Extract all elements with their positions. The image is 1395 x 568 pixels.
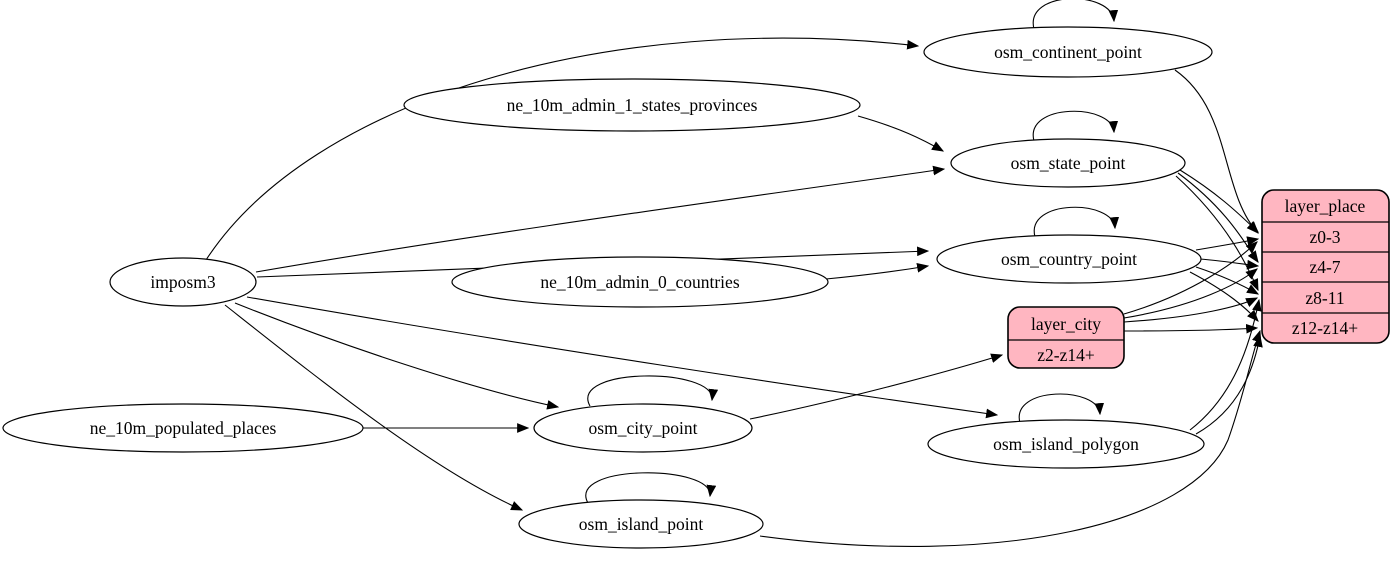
edge-osm_island_polygon-layer_place-z8-11 <box>1189 298 1262 431</box>
edge-ne_10m_admin_1_states_provinces-osm_state_point <box>857 115 945 152</box>
edge-imposm3-osm_island_point <box>224 304 524 511</box>
imposm3-ellipse <box>109 257 257 307</box>
edge-osm_continent_point-layer_place-z0-3 <box>1174 69 1259 234</box>
node-ne_10m_admin_1_states_provinces: ne_10m_admin_1_states_provinces <box>403 78 861 132</box>
edge-imposm3-osm_continent_point <box>205 37 920 261</box>
node-osm_country_point: osm_country_point <box>936 234 1202 284</box>
edge-osm_country_point-layer_place-z0-3 <box>1195 236 1260 251</box>
osm_island_polygon-label: osm_island_polygon <box>993 434 1139 454</box>
osm_city_point-label: osm_city_point <box>589 418 698 438</box>
osm_island_point-ellipse <box>518 499 764 549</box>
selfloop-osm_city_point <box>587 375 719 407</box>
edge-osm_state_point-layer_place-z0-3 <box>1179 169 1259 233</box>
ne_10m_populated_places-ellipse <box>2 403 364 453</box>
osm_island_polygon-ellipse <box>927 419 1205 469</box>
layer_city-row-z2-z14: z2-z14+ <box>1037 345 1095 365</box>
ne_10m_admin_1_states_provinces-label: ne_10m_admin_1_states_provinces <box>507 95 758 115</box>
node-imposm3: imposm3 <box>109 257 257 307</box>
osm_island_point-label: osm_island_point <box>579 514 704 534</box>
edges <box>205 0 1263 547</box>
osm_continent_point-ellipse <box>923 26 1213 78</box>
edge-osm_city_point-layer_city-z2-z14 <box>749 353 1004 420</box>
imposm3-label: imposm3 <box>150 272 215 292</box>
layer_place-row-z12-z14: z12-z14+ <box>1292 318 1358 338</box>
ne_10m_populated_places-label: ne_10m_populated_places <box>90 418 277 438</box>
layer_place-row-z8-11: z8-11 <box>1305 288 1344 308</box>
edge-layer_city-layer_place-z12-z14 <box>1123 323 1259 334</box>
edge-layer_city-layer_place-z0-3 <box>1123 241 1258 315</box>
ne_10m_admin_0_countries-label: ne_10m_admin_0_countries <box>540 272 739 292</box>
osm_country_point-label: osm_country_point <box>1001 249 1137 269</box>
layer_place-title: layer_place <box>1285 196 1366 216</box>
selfloop-osm_country_point <box>1033 206 1120 238</box>
node-osm_island_polygon: osm_island_polygon <box>927 419 1205 469</box>
osm_country_point-ellipse <box>936 234 1202 284</box>
node-osm_continent_point: osm_continent_point <box>923 26 1213 78</box>
edge-ne_10m_admin_0_countries-osm_country_point <box>825 263 930 280</box>
selfloop-osm_island_polygon <box>1018 393 1105 424</box>
selfloop-osm_island_point <box>585 472 717 504</box>
node-osm_city_point: osm_city_point <box>533 403 753 453</box>
layer_place-box <box>1261 189 1390 344</box>
edge-imposm3-osm_city_point <box>234 302 560 410</box>
ne_10m_admin_0_countries-ellipse <box>451 256 829 308</box>
edge-osm_island_point-layer_place-z12-z14 <box>759 329 1262 547</box>
selfloop-osm_continent_point <box>1032 0 1119 30</box>
layer_place-row-z0-3: z0-3 <box>1309 227 1340 247</box>
node-ne_10m_admin_0_countries: ne_10m_admin_0_countries <box>451 256 829 308</box>
layer_city-title: layer_city <box>1031 314 1101 334</box>
node-ne_10m_populated_places: ne_10m_populated_places <box>2 403 364 453</box>
node-osm_island_point: osm_island_point <box>518 499 764 549</box>
ne_10m_admin_1_states_provinces-ellipse <box>403 78 861 132</box>
osm_state_point-ellipse <box>950 138 1186 188</box>
edge-imposm3-osm_island_polygon <box>246 296 999 419</box>
selfloop-osm_state_point <box>1032 110 1119 142</box>
edge-imposm3-osm_state_point <box>255 165 946 273</box>
layer_city-box <box>1007 306 1125 369</box>
edge-layer_city-layer_place-z4-7 <box>1123 268 1258 319</box>
osm_city_point-ellipse <box>533 403 753 453</box>
record-layer_place: layer_place z0-3 z4-7 z8-11 z12-z14+ <box>1261 189 1390 344</box>
edge-osm_country_point-layer_place-z12-z14 <box>1189 271 1259 322</box>
edge-osm_country_point-layer_place-z8-11 <box>1195 266 1260 295</box>
osm_state_point-label: osm_state_point <box>1011 153 1126 173</box>
node-osm_state_point: osm_state_point <box>950 138 1186 188</box>
edge-layer_city-layer_place-z8-11 <box>1123 297 1259 323</box>
record-layer_city: layer_city z2-z14+ <box>1007 306 1125 369</box>
layer_place-row-z4-7: z4-7 <box>1309 257 1340 277</box>
edge-osm_state_point-layer_place-z4-7 <box>1177 172 1259 263</box>
edge-osm_island_polygon-layer_place-z12-z14 <box>1195 334 1263 435</box>
osm_continent_point-label: osm_continent_point <box>994 42 1142 62</box>
